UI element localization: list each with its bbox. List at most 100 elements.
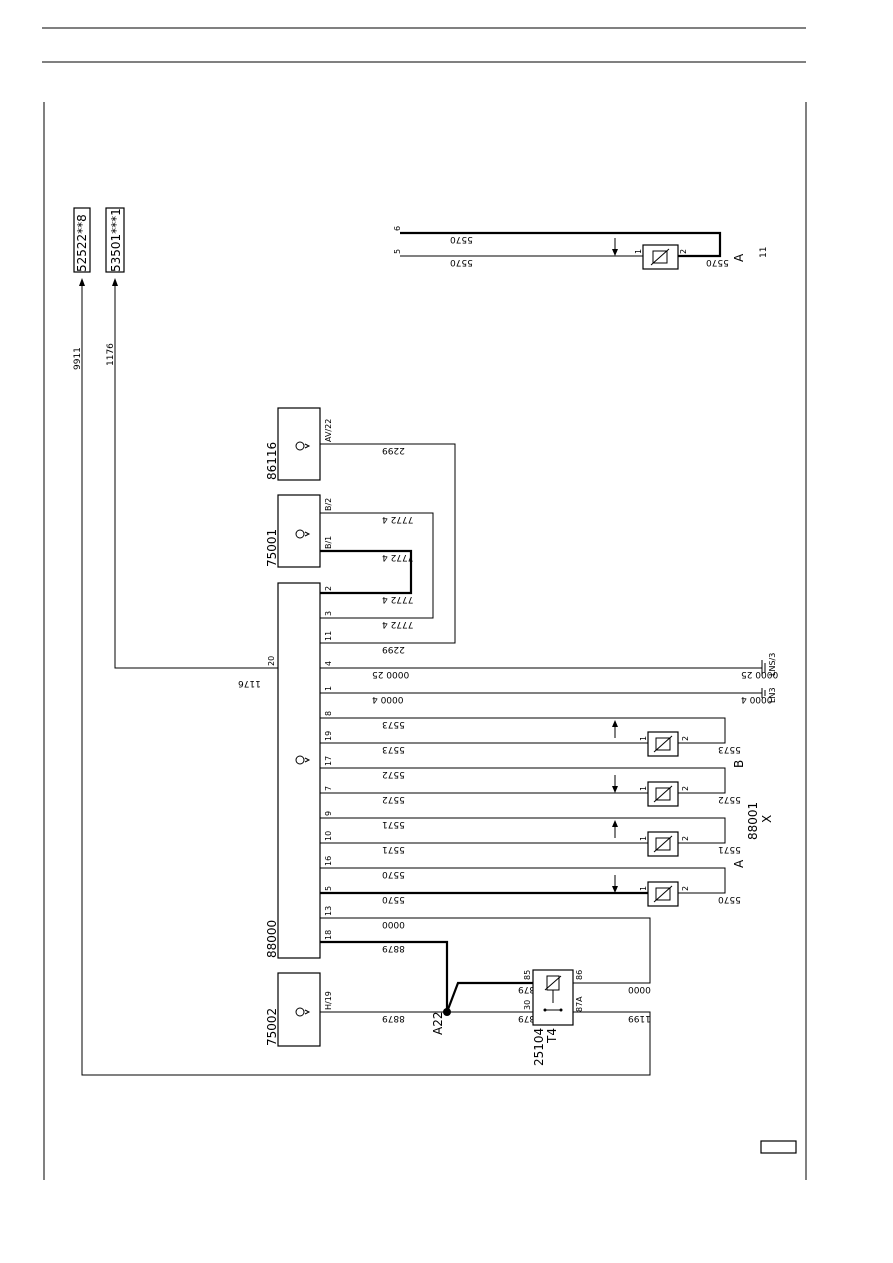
svg-text:5: 5 [324,886,333,891]
svg-text:1: 1 [639,736,648,741]
svg-text:5572: 5572 [382,794,405,804]
svg-text:53501***1: 53501***1 [109,208,123,272]
svg-text:8879: 8879 [518,984,541,994]
svg-text:5570: 5570 [450,234,473,244]
svg-text:1176: 1176 [238,678,261,688]
svg-text:1: 1 [639,836,648,841]
svg-text:5572: 5572 [718,794,741,804]
svg-text:11: 11 [759,247,769,258]
svg-text:75001: 75001 [265,529,279,567]
svg-text:0000 25: 0000 25 [741,669,778,679]
svg-text:7772 4: 7772 4 [382,514,414,524]
component-75002: 75002 [265,972,321,1047]
wire-7772-b2 [320,512,434,619]
svg-text:0000 4: 0000 4 [741,694,773,704]
svg-text:7772 4: 7772 4 [382,619,414,629]
reference-box-1: 52522**8 [73,207,91,273]
svg-text:LN3: LN3 [768,687,777,703]
svg-text:9: 9 [324,811,333,816]
svg-text:0000: 0000 [628,984,651,994]
svg-text:5570: 5570 [450,257,473,267]
svg-text:88001: 88001 [746,802,760,840]
svg-text:3: 3 [324,611,333,616]
wire-8879-relay [445,981,533,1013]
svg-text:20: 20 [267,656,276,666]
svg-text:1: 1 [639,786,648,791]
wire-1176 [114,280,278,669]
svg-text:8879: 8879 [518,1013,541,1023]
wire-5572-loop [320,767,726,794]
arrow-9911 [79,278,85,286]
svg-text:7772 4: 7772 4 [382,594,414,604]
svg-text:75002: 75002 [265,1008,279,1046]
thermistor-icon: 1 2 [639,781,690,807]
wire-2299 [320,443,456,644]
relay-25104: 85 86 30 87A [523,969,584,1026]
component-88000: 88000 [265,582,321,959]
svg-text:5572: 5572 [382,769,405,779]
svg-text:88000: 88000 [265,920,279,958]
svg-text:5571: 5571 [382,819,405,829]
svg-text:7772 4: 7772 4 [382,552,414,562]
svg-text:2: 2 [681,886,690,891]
svg-text:5570: 5570 [382,894,405,904]
svg-text:8879: 8879 [382,943,405,953]
wire-5570-loop [320,867,726,894]
svg-text:B/2: B/2 [324,498,333,511]
svg-text:16: 16 [324,856,333,866]
svg-text:2: 2 [681,836,690,841]
svg-text:2299: 2299 [382,445,405,455]
component-75001: 75001 [265,494,321,568]
svg-text:B/1: B/1 [324,536,333,549]
svg-text:8: 8 [324,711,333,716]
wire-5571-loop [320,817,726,844]
reference-box-2: 53501***1 [105,207,125,273]
svg-text:85: 85 [523,970,532,980]
svg-text:52522**8: 52522**8 [75,214,89,272]
thermistor-icon: 1 2 [639,831,690,857]
svg-text:5570: 5570 [382,869,405,879]
svg-text:19: 19 [324,731,333,741]
wire-5573-loop [320,717,726,744]
svg-text:2: 2 [681,736,690,741]
svg-text:5570: 5570 [706,257,729,267]
svg-text:5: 5 [393,249,402,254]
svg-text:6: 6 [393,226,402,231]
svg-text:5573: 5573 [382,719,405,729]
svg-text:5573: 5573 [718,744,741,754]
svg-text:87A: 87A [575,996,584,1012]
svg-text:17: 17 [324,756,333,766]
arrow-down-icon [612,775,618,793]
svg-text:2299: 2299 [382,644,405,654]
svg-text:1: 1 [324,686,333,691]
wire-8879-main [320,940,449,1012]
wire-7772-b1 [320,549,413,595]
svg-text:X: X [760,815,774,823]
svg-text:8879: 8879 [382,1013,405,1023]
svg-text:4: 4 [324,661,333,666]
svg-text:A: A [732,859,746,868]
svg-text:A: A [732,253,746,262]
svg-text:1176: 1176 [106,343,116,366]
svg-text:0000 25: 0000 25 [372,669,409,679]
svg-text:1: 1 [634,249,643,254]
svg-text:5571: 5571 [382,844,405,854]
svg-text:0000 4: 0000 4 [372,694,404,704]
wire-0000 [320,917,651,984]
svg-text:1199: 1199 [628,1013,651,1023]
svg-text:11: 11 [324,631,333,641]
thermistor-icon: 1 2 [639,881,690,907]
svg-text:86: 86 [575,970,584,980]
svg-text:2: 2 [681,786,690,791]
svg-text:B: B [732,760,746,768]
svg-text:5573: 5573 [382,744,405,754]
arrow-down-icon [612,875,618,893]
ground-icon [761,688,766,698]
arrow-1176 [112,278,118,286]
svg-text:7: 7 [324,786,333,791]
svg-text:18: 18 [324,930,333,940]
svg-text:1: 1 [639,886,648,891]
svg-text:13: 13 [324,906,333,916]
arrow-down-icon [612,238,618,256]
